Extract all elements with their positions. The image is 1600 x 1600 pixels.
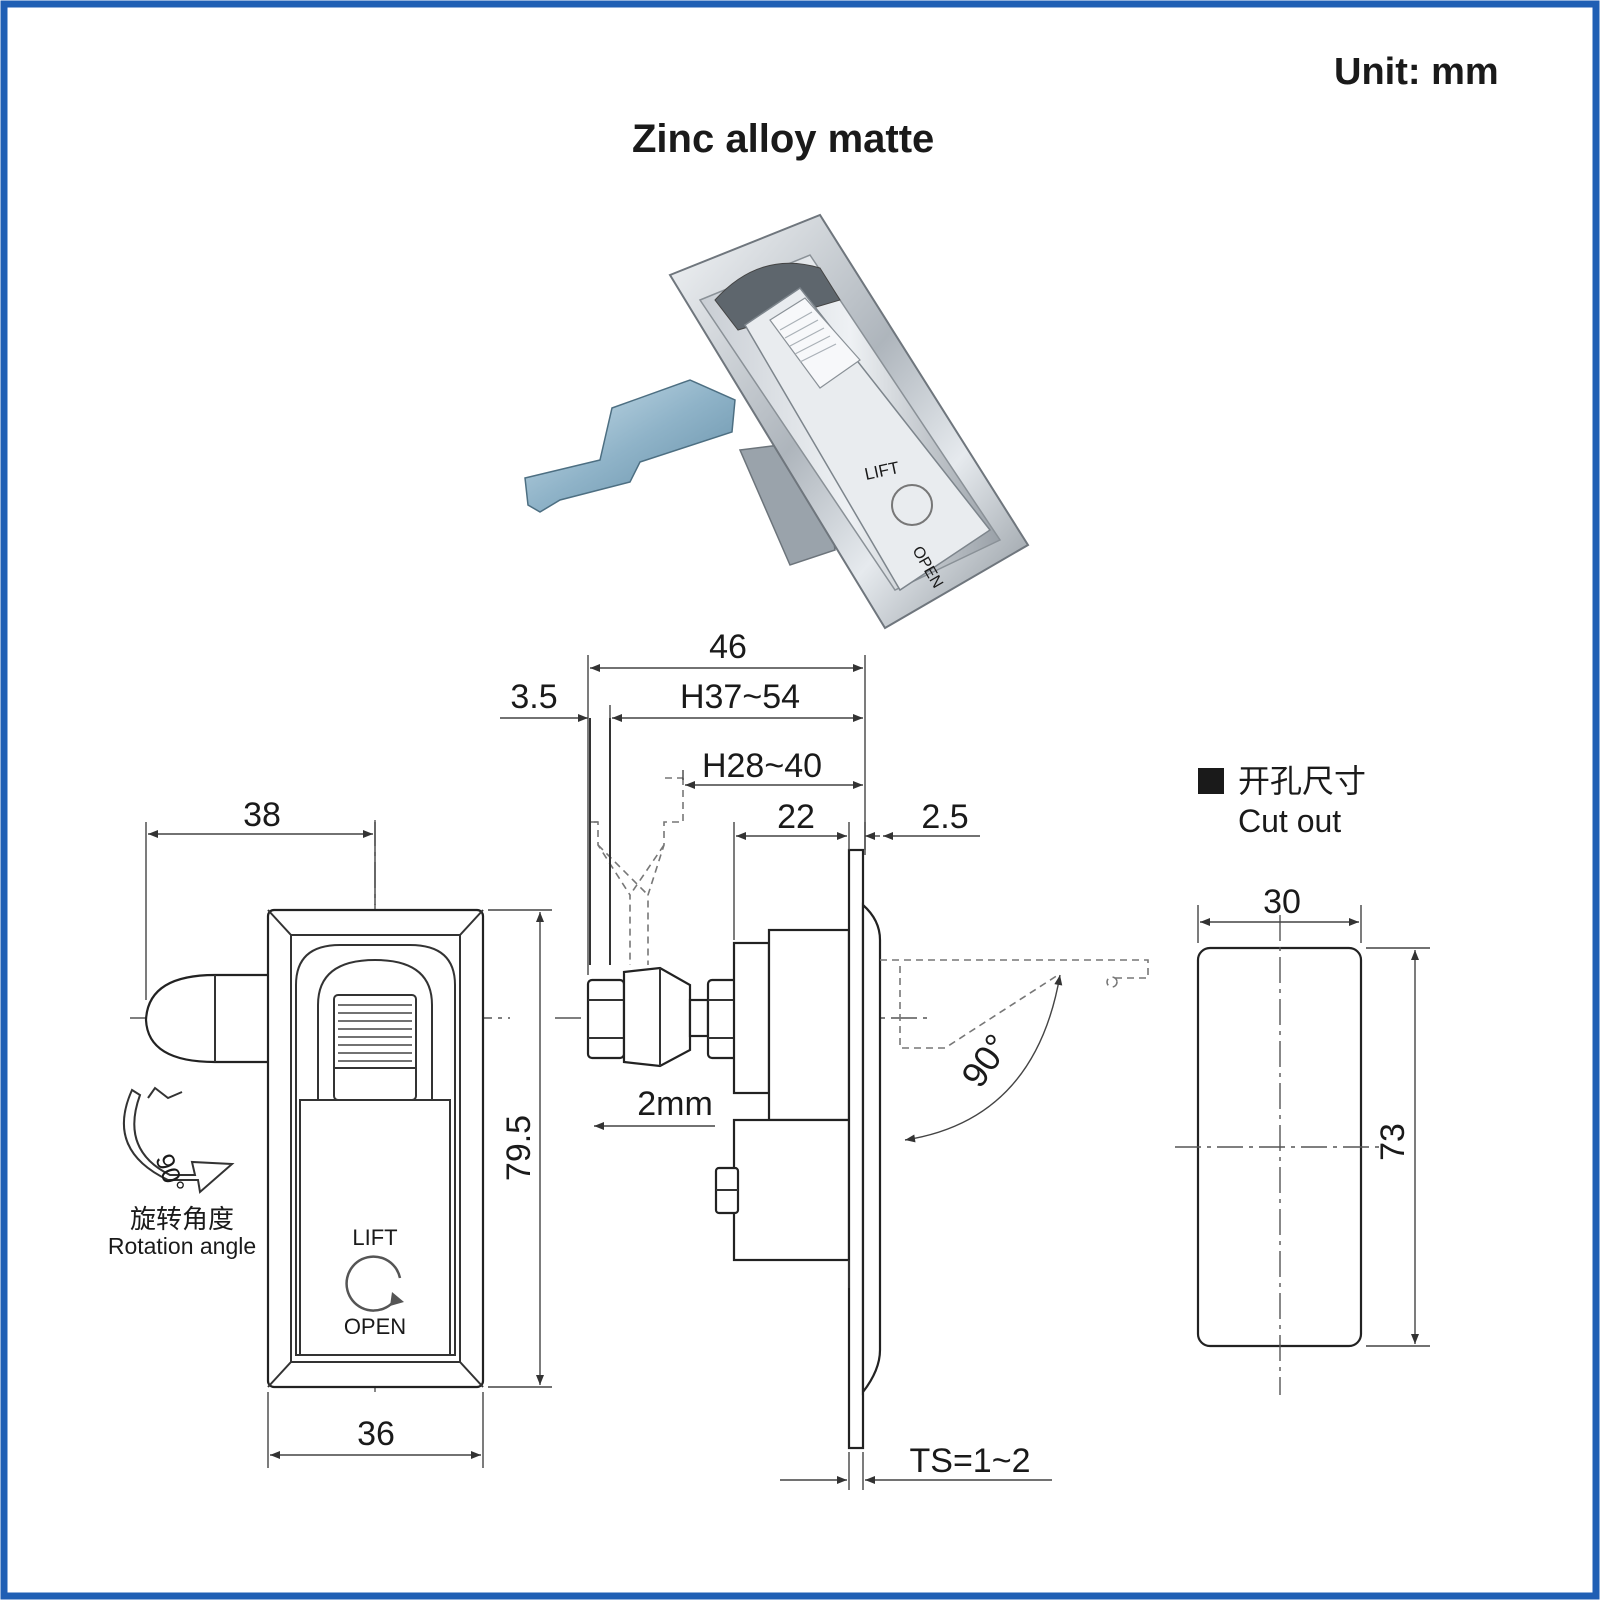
- dim-2-5: 2.5: [921, 798, 968, 836]
- dim-46: 46: [709, 628, 747, 666]
- rotation-label-cn: 旋转角度: [130, 1204, 234, 1234]
- dim-38: 38: [243, 796, 281, 834]
- dim-h28-40: H28~40: [702, 747, 822, 785]
- dim-2mm: 2mm: [637, 1085, 713, 1123]
- unit-label: Unit: mm: [1334, 51, 1499, 93]
- dim-h37-54: H37~54: [680, 678, 800, 716]
- dim-36: 36: [357, 1415, 395, 1453]
- dim-22: 22: [777, 798, 815, 836]
- cutout-dim-73: 73: [1374, 1123, 1412, 1161]
- lock-product-illustration: LIFT OPEN: [524, 213, 1030, 630]
- rotation-arrow-icon: [123, 1086, 235, 1194]
- front-lift-text: LIFT: [352, 1225, 397, 1250]
- front-open-text: OPEN: [344, 1314, 406, 1339]
- cutout-heading-cn: 开孔尺寸: [1238, 763, 1366, 799]
- cutout-heading-en: Cut out: [1238, 803, 1341, 839]
- rotation-angle-value: 90°: [149, 1150, 191, 1197]
- dim-panel-thickness: TS=1~2: [910, 1442, 1031, 1480]
- cutout-bullet-icon: [1198, 768, 1224, 794]
- dim-79-5: 79.5: [500, 1115, 538, 1181]
- cutout-view: 开孔尺寸 Cut out 30 73: [1175, 763, 1430, 1395]
- cutout-dim-30: 30: [1263, 883, 1301, 921]
- dim-3-5: 3.5: [510, 678, 557, 716]
- page-title: Zinc alloy matte: [632, 117, 934, 161]
- rotation-label-en: Rotation angle: [108, 1233, 256, 1259]
- front-view: LIFT OPEN 90° 旋转角度 Rotation angle 38 36 …: [108, 796, 552, 1468]
- side-view: 90° 46 3.5 H37~54 H28~40 22 2.5 2mm: [500, 628, 1149, 1490]
